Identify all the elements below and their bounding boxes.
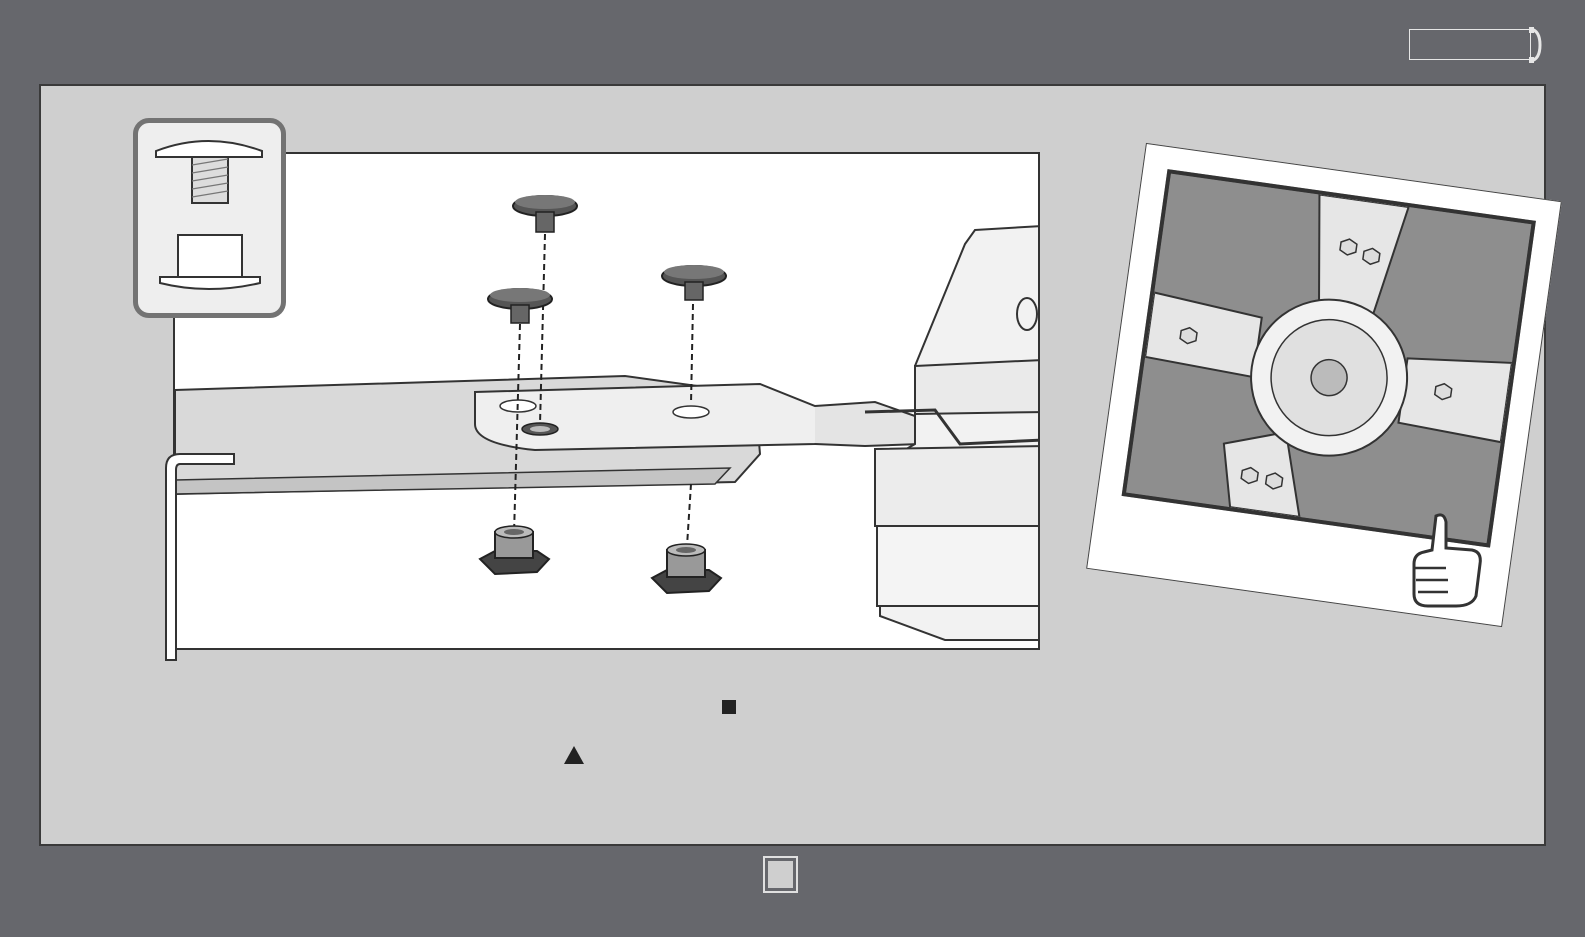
header-box — [1409, 29, 1531, 60]
nut-icon — [652, 544, 721, 593]
installed-fan-photo — [1086, 143, 1562, 627]
bracket-icon — [1528, 27, 1542, 63]
blade-mounting-diagram — [173, 152, 1040, 650]
blade-mounting-svg — [175, 154, 1040, 650]
nut-icon — [480, 526, 549, 574]
fan-photo-svg — [1126, 174, 1531, 544]
square-icon — [722, 700, 736, 714]
screw-icon — [662, 265, 726, 300]
screw-and-nut-detail — [133, 118, 286, 318]
allen-key-icon — [158, 448, 238, 664]
screw-icon — [513, 195, 577, 232]
fan-photo — [1122, 169, 1536, 548]
thumbs-up-icon — [1406, 510, 1486, 610]
triangle-icon — [564, 746, 584, 764]
page-indicator — [763, 856, 798, 893]
page-indicator-fill — [768, 861, 793, 888]
inset-svg — [138, 123, 281, 313]
